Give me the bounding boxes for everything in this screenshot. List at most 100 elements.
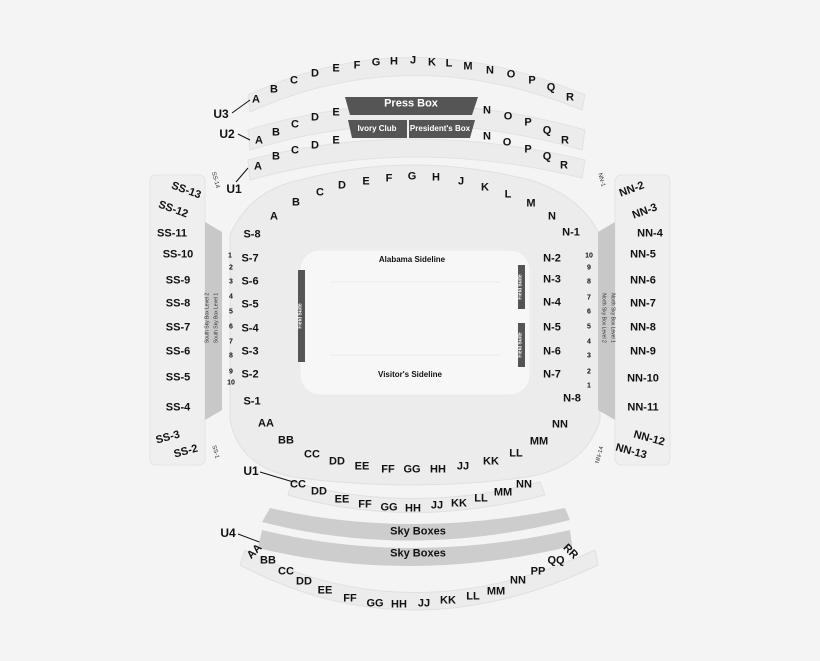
u4-section-ff[interactable]: FF	[343, 592, 357, 605]
east-row-8[interactable]: 8	[587, 278, 591, 286]
u2-section-e[interactable]: E	[332, 106, 340, 119]
u4-section-ee[interactable]: EE	[317, 584, 333, 597]
north-section-b[interactable]: B	[292, 196, 300, 209]
west-section-s-7[interactable]: S-7	[241, 252, 259, 265]
north-section-c[interactable]: C	[316, 186, 324, 199]
u2-section-c[interactable]: C	[291, 118, 299, 131]
nn-section-nn-6[interactable]: NN-6	[630, 274, 656, 287]
north-section-h[interactable]: H	[432, 171, 440, 184]
u1-lower-section-ll[interactable]: LL	[474, 492, 488, 505]
u1-section-r[interactable]: R	[560, 159, 568, 172]
u3-section-c[interactable]: C	[290, 74, 298, 87]
nn-section-nn-8[interactable]: NN-8	[630, 321, 656, 334]
ss-section-ss-6[interactable]: SS-6	[165, 345, 191, 358]
east-row-10[interactable]: 10	[585, 252, 593, 260]
u1-lower-section-nn[interactable]: NN	[516, 478, 532, 491]
u1-section-o[interactable]: O	[502, 136, 512, 149]
west-section-s-5[interactable]: S-5	[241, 298, 259, 311]
u1-lower-section-hh[interactable]: HH	[405, 502, 421, 515]
east-section-n-8[interactable]: N-8	[563, 392, 581, 405]
u3-section-n[interactable]: N	[486, 64, 494, 77]
u1-lower-section-ff[interactable]: FF	[358, 498, 372, 511]
u4-section-hh[interactable]: HH	[391, 598, 407, 611]
west-section-s-2[interactable]: S-2	[241, 368, 259, 381]
ss-section-ss-5[interactable]: SS-5	[165, 371, 191, 384]
east-section-n-2[interactable]: N-2	[543, 252, 561, 265]
south-section-bb[interactable]: BB	[278, 434, 294, 447]
east-row-9[interactable]: 9	[587, 264, 591, 272]
u1-section-q[interactable]: Q	[542, 150, 552, 163]
u1-lower-section-ee[interactable]: EE	[334, 493, 350, 506]
north-section-n[interactable]: N	[548, 210, 556, 223]
u3-section-m[interactable]: M	[463, 60, 473, 73]
u1-lower-section-dd[interactable]: DD	[311, 485, 327, 498]
south-section-jj[interactable]: JJ	[456, 460, 470, 473]
north-section-l[interactable]: L	[504, 188, 512, 201]
east-section-n-4[interactable]: N-4	[543, 296, 561, 309]
press-box-label[interactable]: Press Box	[384, 97, 438, 110]
u1-lower-section-mm[interactable]: MM	[493, 486, 513, 499]
south-section-ee[interactable]: EE	[354, 460, 370, 473]
north-section-f[interactable]: F	[385, 172, 393, 185]
u3-section-p[interactable]: P	[528, 74, 536, 87]
west-row-6[interactable]: 6	[229, 323, 233, 331]
u4-section-pp[interactable]: PP	[530, 565, 546, 578]
u3-section-f[interactable]: F	[353, 59, 361, 72]
u1-section-e[interactable]: E	[332, 134, 340, 147]
u3-section-h[interactable]: H	[390, 55, 398, 68]
east-row-6[interactable]: 6	[587, 308, 591, 316]
ss-section-ss-10[interactable]: SS-10	[162, 248, 194, 261]
u3-section-a[interactable]: A	[252, 93, 260, 106]
u4-section-nn[interactable]: NN	[510, 574, 526, 587]
u4-section-mm[interactable]: MM	[486, 585, 506, 598]
west-row-3[interactable]: 3	[229, 278, 233, 286]
u1-lower-section-gg[interactable]: GG	[380, 501, 398, 514]
east-row-4[interactable]: 4	[587, 338, 591, 346]
u3-section-g[interactable]: G	[371, 56, 381, 69]
sky-boxes-upper-label[interactable]: Sky Boxes	[390, 525, 446, 538]
east-section-n-6[interactable]: N-6	[543, 345, 561, 358]
north-section-j[interactable]: J	[457, 175, 465, 188]
u1-section-d[interactable]: D	[311, 139, 319, 152]
u2-section-p[interactable]: P	[524, 116, 532, 129]
u4-section-ll[interactable]: LL	[466, 590, 480, 603]
field-suite-right-bottom-label[interactable]: Field Suite	[517, 332, 524, 358]
u1-lower-section-jj[interactable]: JJ	[430, 499, 444, 512]
south-section-kk[interactable]: KK	[483, 455, 499, 468]
nn-section-nn-11[interactable]: NN-11	[627, 401, 659, 414]
u3-section-k[interactable]: K	[428, 56, 436, 69]
u3-section-l[interactable]: L	[445, 57, 453, 70]
sky-boxes-lower-label[interactable]: Sky Boxes	[390, 547, 446, 560]
u3-section-e[interactable]: E	[332, 62, 340, 75]
u1-lower-section-kk[interactable]: KK	[451, 497, 467, 510]
east-section-n-3[interactable]: N-3	[543, 273, 561, 286]
nn-section-nn-10[interactable]: NN-10	[627, 372, 659, 385]
u1-section-a[interactable]: A	[254, 160, 262, 173]
west-row-5[interactable]: 5	[229, 308, 233, 316]
u4-section-kk[interactable]: KK	[440, 594, 456, 607]
east-row-3[interactable]: 3	[587, 352, 591, 360]
u3-section-b[interactable]: B	[270, 83, 278, 96]
u4-section-jj[interactable]: JJ	[417, 597, 431, 610]
south-section-gg[interactable]: GG	[403, 463, 421, 476]
west-section-s-4[interactable]: S-4	[241, 322, 259, 335]
east-row-5[interactable]: 5	[587, 323, 591, 331]
east-row-7[interactable]: 7	[587, 294, 591, 302]
u4-section-dd[interactable]: DD	[296, 575, 312, 588]
u2-section-d[interactable]: D	[311, 111, 319, 124]
u2-section-o[interactable]: O	[503, 110, 513, 123]
u4-section-qq[interactable]: QQ	[547, 554, 565, 567]
u1-section-b[interactable]: B	[272, 150, 280, 163]
east-section-n-1[interactable]: N-1	[562, 226, 580, 239]
ss-section-ss-9[interactable]: SS-9	[165, 274, 191, 287]
west-row-1[interactable]: 1	[228, 252, 232, 260]
south-section-aa[interactable]: AA	[258, 417, 274, 430]
u4-section-gg[interactable]: GG	[366, 597, 384, 610]
north-section-a[interactable]: A	[270, 210, 278, 223]
nn-section-nn-4[interactable]: NN-4	[637, 227, 663, 240]
east-section-n-5[interactable]: N-5	[543, 321, 561, 334]
west-row-4[interactable]: 4	[229, 293, 233, 301]
field-suite-right-top-label[interactable]: Field Suite	[517, 274, 524, 300]
u4-section-bb[interactable]: BB	[260, 554, 276, 567]
u3-section-d[interactable]: D	[311, 67, 319, 80]
